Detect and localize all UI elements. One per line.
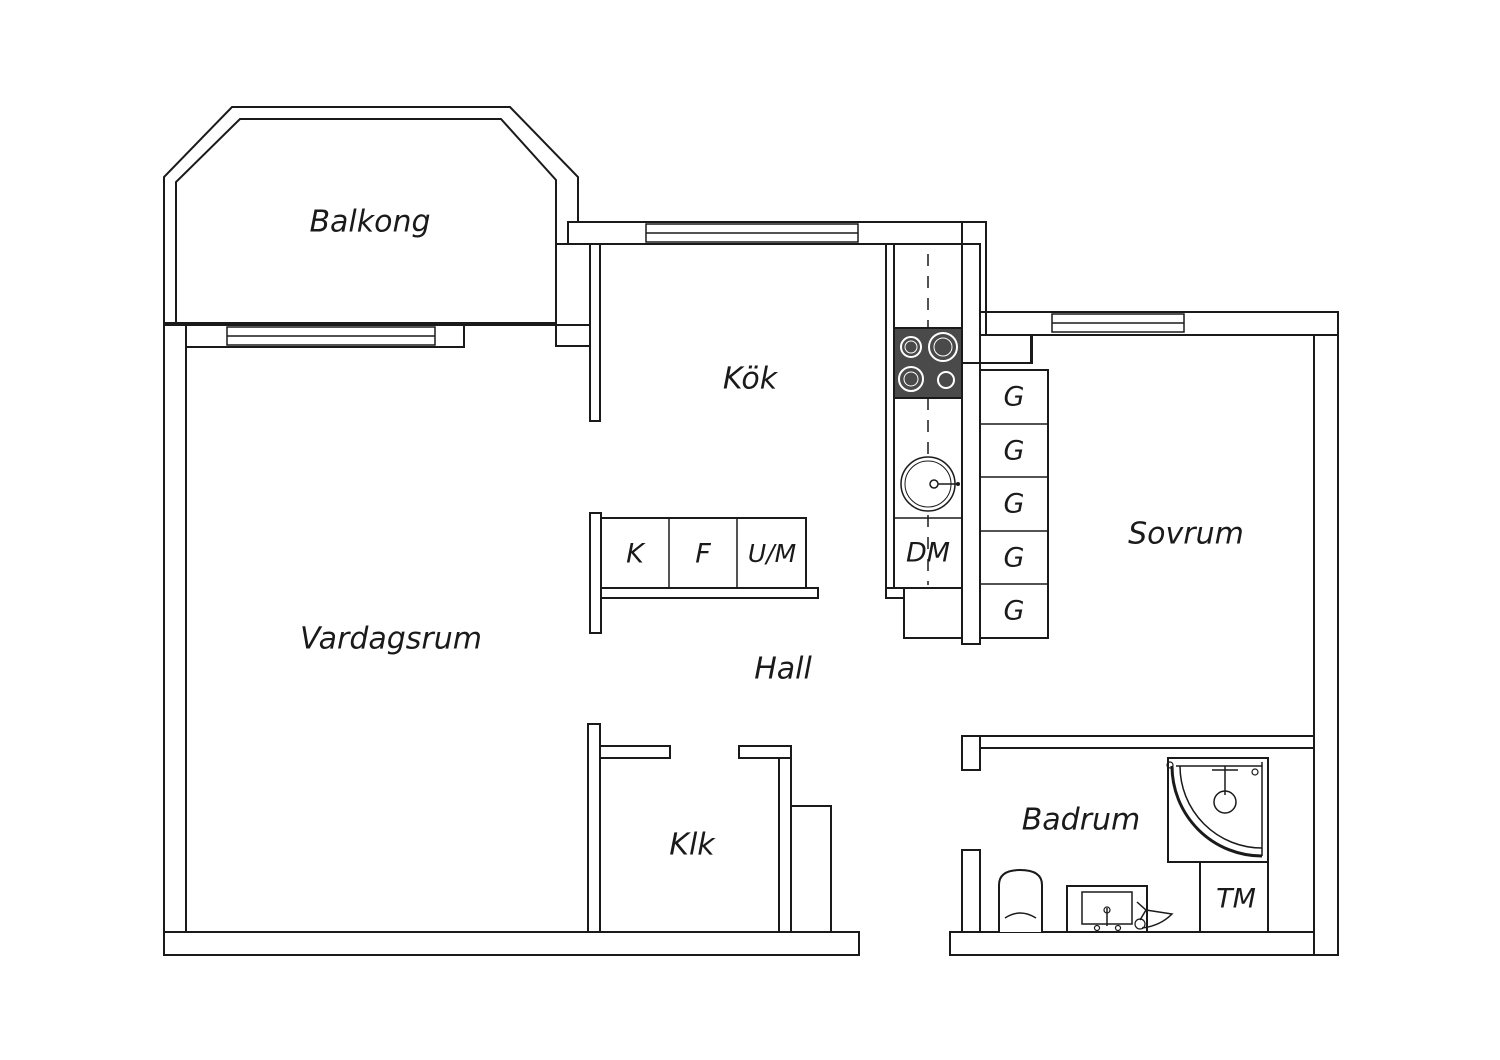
kitchen-units xyxy=(600,517,807,589)
washbasin-icon xyxy=(1066,885,1174,933)
wardrobes xyxy=(979,369,1049,639)
room-label-badrum: Badrum xyxy=(1022,803,1141,838)
wardrobe-label: G xyxy=(1004,596,1025,627)
washing-machine xyxy=(1199,861,1269,933)
stove-icon xyxy=(893,327,963,399)
freezer-label: F xyxy=(695,539,711,570)
interior-walls xyxy=(555,243,1315,933)
windows xyxy=(226,223,1185,346)
washing-machine-label: TM xyxy=(1216,884,1256,915)
wardrobe-label: G xyxy=(1004,382,1025,413)
fridge-label: K xyxy=(626,539,646,570)
kitchen-sink-icon xyxy=(900,456,960,512)
shower-icon xyxy=(1166,757,1269,863)
wardrobe-label: G xyxy=(1004,543,1025,574)
toilet-icon xyxy=(998,868,1043,932)
dishwasher-label: DM xyxy=(906,538,950,569)
room-label-sovrum: Sovrum xyxy=(1128,517,1244,552)
room-label-vardagsrum: Vardagsrum xyxy=(300,622,482,657)
room-label-balkong: Balkong xyxy=(309,205,430,240)
room-label-klk: Klk xyxy=(669,828,716,863)
kitchen-counter xyxy=(893,243,963,589)
room-label-kok: Kök xyxy=(723,362,779,397)
room-label-hall: Hall xyxy=(754,652,812,687)
wardrobe-label: G xyxy=(1004,489,1025,520)
wardrobe-label: G xyxy=(1004,436,1025,467)
oven-microwave-label: U/M xyxy=(748,539,796,568)
